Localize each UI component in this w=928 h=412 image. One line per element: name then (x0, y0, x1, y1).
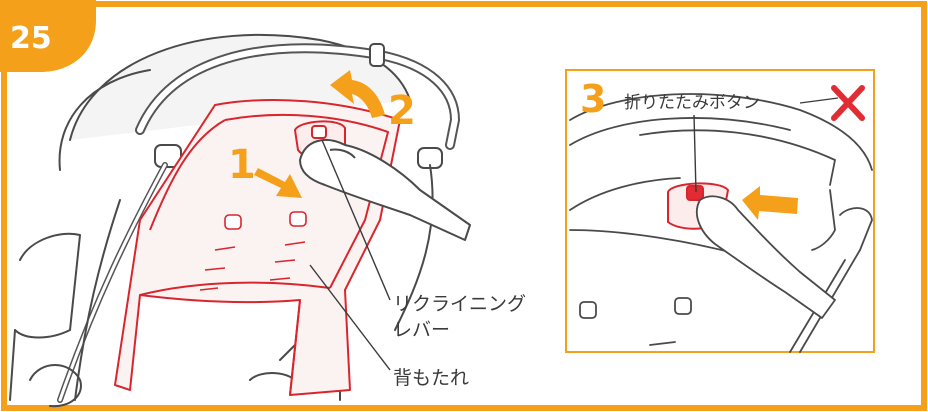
label-backrest: 背もたれ (393, 367, 469, 389)
step3-number: 3 (580, 77, 606, 121)
hand-illustration (299, 139, 471, 241)
backrest-outline (114, 99, 401, 396)
inset-hand-illustration (695, 195, 836, 319)
leader-lines (309, 139, 391, 371)
step1-arrow-icon (254, 168, 302, 198)
inset-leader-line (693, 114, 697, 193)
step2-number: 2 (388, 88, 416, 134)
step-badge-number: 25 (10, 21, 52, 56)
stroller-illustration (9, 33, 460, 408)
label-reclining-lever-line1: リクライニング (393, 293, 526, 315)
push-arrow-icon (742, 186, 798, 220)
label-reclining-lever-line2: レバー (393, 319, 450, 341)
backrest-vents (199, 211, 307, 291)
step2-arrow-icon (330, 70, 385, 118)
label-underline (799, 97, 839, 104)
label-folding-button: 折りたたみボタン (624, 93, 760, 113)
step1-number: 1 (228, 142, 256, 188)
cross-icon (831, 85, 865, 121)
step-badge (0, 0, 96, 72)
